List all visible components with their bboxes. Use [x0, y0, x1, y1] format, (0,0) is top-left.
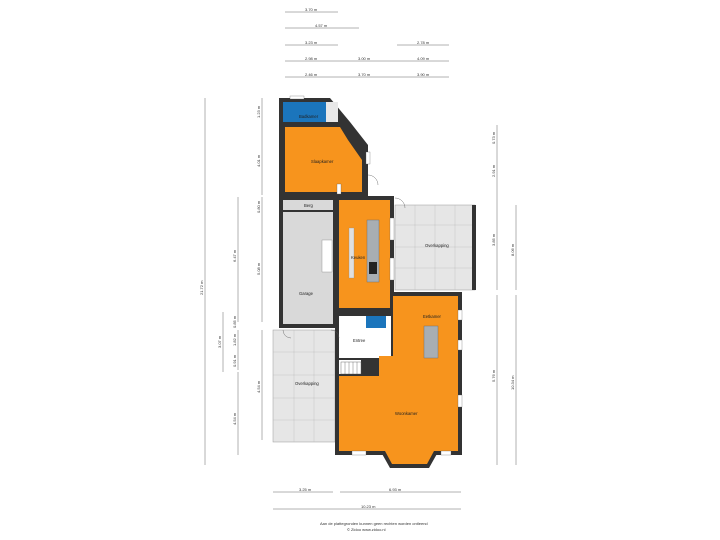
dimension-rows-top	[285, 11, 449, 78]
label-entree: Entree	[353, 338, 366, 343]
label-slaapkamer: Slaapkamer	[311, 159, 334, 164]
footer-disclaimer: Aan de plattegronden kunnen geen rechten…	[320, 521, 428, 526]
dim-right-5: 5.76 m	[491, 369, 496, 382]
cooktop	[369, 262, 377, 274]
room-badkamer	[283, 102, 326, 122]
stairs	[340, 361, 362, 375]
dim-bottom-3: 10.23 m	[361, 504, 376, 509]
dim-left-9: 1.82 m	[232, 333, 237, 346]
doors	[282, 174, 406, 339]
dimension-lines-bottom	[273, 491, 461, 510]
dim-top-9: 3.70 m	[358, 72, 371, 77]
terrace-left	[272, 329, 336, 443]
label-overkapping-right: Overkapping	[425, 243, 449, 248]
dimension-lines-left	[204, 98, 263, 465]
footer-credit: © Zidoo www.zidoo.nl	[347, 527, 386, 532]
room-keuken	[339, 200, 390, 308]
dim-left-6: 5.08 m	[256, 262, 261, 275]
terrace-right	[394, 204, 476, 291]
dim-right-4: 8.06 m	[510, 243, 515, 256]
dining-table	[423, 325, 439, 359]
room-berging-top	[326, 102, 338, 122]
dimension-lines-right	[496, 125, 517, 465]
label-overkapping-left: Overkapping	[295, 381, 319, 386]
dim-top-6: 3.00 m	[358, 56, 371, 61]
garage-counter	[321, 239, 333, 273]
room-berg-small	[283, 200, 333, 210]
dim-right-6: 10.34 m	[510, 375, 515, 390]
dim-left-7: 3.07 m	[217, 335, 222, 348]
dim-top-5: 2.98 m	[305, 56, 318, 61]
dim-bottom-1: 3.25 m	[299, 487, 312, 492]
dim-left-10: 0.85 m	[232, 315, 237, 328]
label-woonkamer: Woonkamer	[395, 411, 418, 416]
dim-top-10: 3.90 m	[417, 72, 430, 77]
dim-left-4: 0.80 m	[256, 200, 261, 213]
label-badkamer: Badkamer	[299, 114, 319, 119]
dim-top-8: 2.46 m	[305, 72, 318, 77]
dim-top-2: 4.57 m	[315, 23, 328, 28]
windows	[289, 95, 463, 456]
dim-top-4: 2.78 m	[417, 40, 430, 45]
dim-bottom-2: 6.93 m	[389, 487, 402, 492]
dim-left-3: 4.01 m	[256, 154, 261, 167]
dim-left-1: 21.72 m	[199, 280, 204, 295]
dim-left-12: 4.54 m	[232, 412, 237, 425]
dim-right-3: 3.85 m	[491, 233, 496, 246]
dim-left-8: 0.91 m	[232, 354, 237, 367]
label-keuken: Keuken	[351, 255, 366, 260]
dim-top-7: 4.09 m	[417, 56, 430, 61]
room-slaapkamer	[285, 127, 362, 192]
kitchen-counter	[348, 227, 355, 279]
dim-left-2: 1.23 m	[256, 105, 261, 118]
dim-top-3: 3.23 m	[305, 40, 318, 45]
label-berg: Berg	[304, 203, 314, 208]
dim-left-5: 6.47 m	[232, 249, 237, 262]
room-toilet	[366, 316, 386, 328]
label-eetkamer: Eetkamer	[423, 314, 442, 319]
dim-right-1: 0.73 m	[491, 131, 496, 144]
dim-left-11: 4.54 m	[256, 380, 261, 393]
label-garage: Garage	[299, 291, 314, 296]
dim-top-1: 3.70 m	[305, 7, 318, 12]
dim-right-2: 2.91 m	[491, 164, 496, 177]
